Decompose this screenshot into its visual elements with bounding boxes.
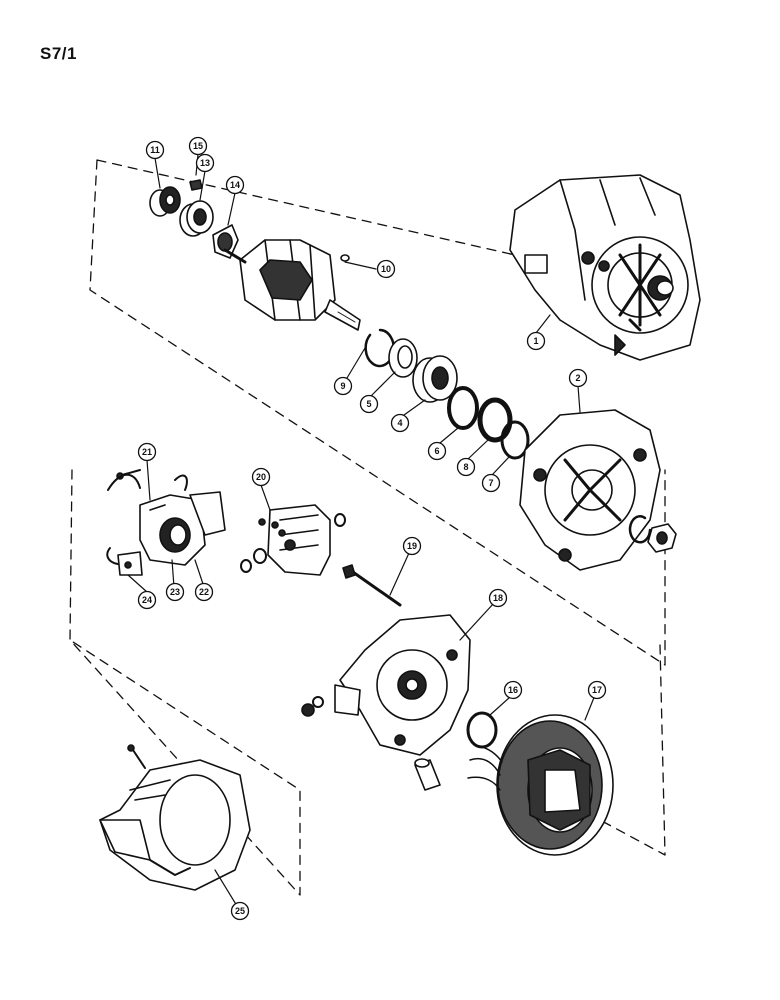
svg-text:11: 11 <box>150 145 160 155</box>
callout-14: 14 <box>225 175 245 195</box>
callout-4: 4 <box>390 413 410 433</box>
callout-25: 25 <box>230 901 250 921</box>
svg-text:8: 8 <box>463 462 468 472</box>
upper-assembly-dashed-outline <box>89 159 666 666</box>
svg-text:7: 7 <box>488 478 493 488</box>
part-2-drive-end-housing <box>519 409 661 571</box>
part-19-through-bolt <box>342 564 402 607</box>
callout-1: 1 <box>526 331 546 351</box>
callout-5: 5 <box>359 394 379 414</box>
callout-21: 21 <box>137 442 157 462</box>
callout-bubbles: 11 15 13 14 10 1 2 9 5 4 6 8 7 21 20 19 … <box>137 136 607 921</box>
part-13-bearing <box>179 200 214 237</box>
part-10-rotor <box>223 239 361 331</box>
part-22-23-brush-holder <box>139 491 226 566</box>
part-17-stator <box>467 714 614 856</box>
part-14-slip-ring <box>212 224 239 259</box>
page-label: S7/1 <box>40 44 77 63</box>
callout-23: 23 <box>165 582 185 602</box>
callout-15: 15 <box>188 136 208 156</box>
callout-20: 20 <box>251 467 271 487</box>
callout-7: 7 <box>481 473 501 493</box>
svg-text:19: 19 <box>407 541 417 551</box>
svg-text:20: 20 <box>256 472 266 482</box>
housing-spacer-tube <box>414 758 441 791</box>
part-24-terminal <box>117 551 143 576</box>
part-11-bearing-nut <box>149 186 181 217</box>
part-9-circlip <box>364 328 395 368</box>
svg-text:5: 5 <box>366 399 371 409</box>
leader-lines <box>127 153 596 907</box>
svg-text:1: 1 <box>533 336 538 346</box>
part-15-key <box>189 179 203 191</box>
callout-6: 6 <box>427 441 447 461</box>
callout-8: 8 <box>456 457 476 477</box>
svg-text:21: 21 <box>142 447 152 457</box>
part-5-washer <box>388 338 418 378</box>
part-25-rear-cover <box>99 759 251 891</box>
svg-text:23: 23 <box>170 587 180 597</box>
part-4-bearing <box>412 355 458 403</box>
housing-nut-washer <box>301 696 324 717</box>
callout-9: 9 <box>333 376 353 396</box>
part-20-rectifier <box>258 504 331 576</box>
callout-22: 22 <box>194 582 214 602</box>
cover-screw <box>127 744 146 769</box>
callout-18: 18 <box>488 588 508 608</box>
svg-text:4: 4 <box>397 418 402 428</box>
callout-17: 17 <box>587 680 607 700</box>
callout-11: 11 <box>145 140 165 160</box>
lower-assembly-dashed-outline <box>69 469 666 896</box>
rectifier-washers <box>240 513 346 573</box>
svg-text:9: 9 <box>340 381 345 391</box>
svg-text:6: 6 <box>434 446 439 456</box>
callout-16: 16 <box>503 680 523 700</box>
callout-13: 13 <box>195 153 215 173</box>
svg-text:18: 18 <box>493 593 503 603</box>
svg-text:17: 17 <box>592 685 602 695</box>
svg-text:15: 15 <box>193 141 203 151</box>
svg-text:13: 13 <box>200 158 210 168</box>
svg-text:2: 2 <box>575 373 580 383</box>
svg-text:25: 25 <box>235 906 245 916</box>
part-18-slip-ring-end-housing <box>334 614 471 756</box>
drive-end-circlip <box>628 515 652 544</box>
drive-end-nut <box>647 523 677 553</box>
part-16-oring <box>466 711 498 749</box>
part-6-seal <box>447 386 479 430</box>
part-1-alternator-assembly <box>509 174 701 361</box>
svg-text:16: 16 <box>508 685 518 695</box>
svg-text:22: 22 <box>199 587 209 597</box>
svg-text:14: 14 <box>230 180 240 190</box>
callout-19: 19 <box>402 536 422 556</box>
svg-text:10: 10 <box>381 264 391 274</box>
svg-text:24: 24 <box>142 595 152 605</box>
part-7-oring <box>500 420 530 460</box>
callout-2: 2 <box>568 368 588 388</box>
callout-24: 24 <box>137 590 157 610</box>
rotor-key-pin <box>340 254 350 262</box>
callout-10: 10 <box>376 259 396 279</box>
part-8-spacer <box>477 397 513 443</box>
